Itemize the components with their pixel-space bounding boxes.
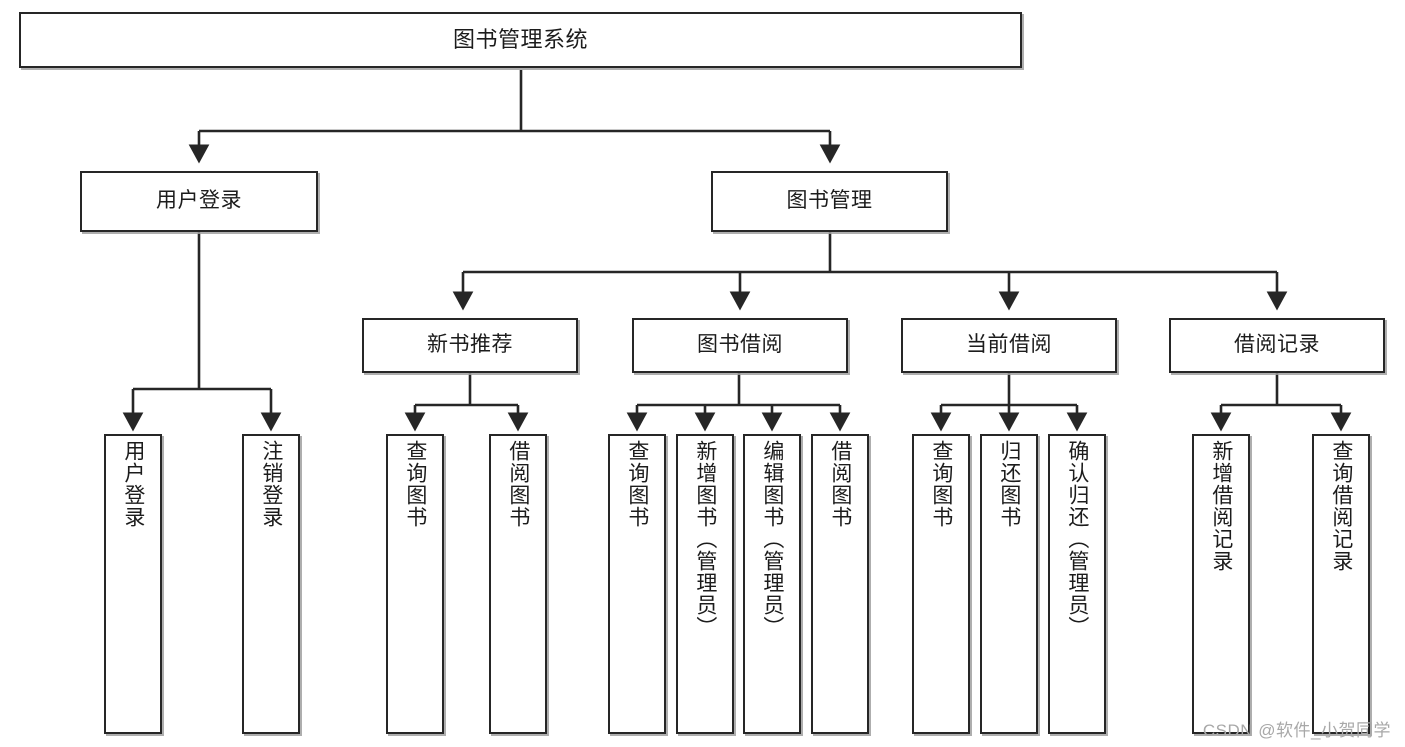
leaf-user-login[interactable]: 用户登录 — [104, 434, 162, 734]
node-label: 图书管理 — [786, 189, 873, 213]
node-label: 查询图书 — [403, 440, 427, 528]
node-user-login[interactable]: 用户登录 — [80, 171, 318, 232]
leaf-query-borrow-record[interactable]: 查询借阅记录 — [1312, 434, 1370, 734]
node-book-borrow[interactable]: 图书借阅 — [632, 318, 848, 373]
node-current-borrow[interactable]: 当前借阅 — [901, 318, 1117, 373]
leaf-borrow-query-book[interactable]: 查询图书 — [608, 434, 666, 734]
leaf-logout[interactable]: 注销登录 — [242, 434, 300, 734]
leaf-current-query-book[interactable]: 查询图书 — [912, 434, 970, 734]
node-label: 注销登录 — [259, 440, 283, 528]
node-label: 查询图书 — [625, 440, 649, 528]
leaf-borrow-borrow-book[interactable]: 借阅图书 — [811, 434, 869, 734]
node-new-book-recommendation[interactable]: 新书推荐 — [362, 318, 578, 373]
leaf-borrow-edit-book-admin[interactable]: 编辑图书（管理员） — [743, 434, 801, 734]
node-label: 新增图书（管理员） — [693, 440, 717, 638]
node-label: 查询借阅记录 — [1329, 440, 1353, 572]
watermark: CSDN @软件_小贺同学 — [1202, 721, 1391, 740]
node-label: 新书推荐 — [427, 333, 513, 357]
node-book-management[interactable]: 图书管理 — [711, 171, 948, 232]
node-borrow-record[interactable]: 借阅记录 — [1169, 318, 1385, 373]
leaf-current-confirm-return-admin[interactable]: 确认归还（管理员） — [1048, 434, 1106, 734]
node-label: 借阅图书 — [506, 440, 530, 528]
node-label: 借阅图书 — [828, 440, 852, 528]
leaf-borrow-add-book-admin[interactable]: 新增图书（管理员） — [676, 434, 734, 734]
node-label: 用户登录 — [156, 189, 242, 213]
node-root-book-management-system[interactable]: 图书管理系统 — [19, 12, 1022, 68]
node-label: 编辑图书（管理员） — [760, 440, 784, 638]
node-label: 确认归还（管理员） — [1065, 440, 1089, 638]
node-label: 当前借阅 — [966, 333, 1052, 357]
node-label: 图书管理系统 — [452, 27, 588, 53]
leaf-new-book-borrow-book[interactable]: 借阅图书 — [489, 434, 547, 734]
node-label: 图书借阅 — [697, 333, 783, 357]
leaf-current-return-book[interactable]: 归还图书 — [980, 434, 1038, 734]
node-label: 新增借阅记录 — [1209, 440, 1233, 572]
leaf-add-borrow-record[interactable]: 新增借阅记录 — [1192, 434, 1250, 734]
node-label: 用户登录 — [121, 440, 145, 528]
leaf-new-book-query-book[interactable]: 查询图书 — [386, 434, 444, 734]
node-label: 归还图书 — [997, 440, 1021, 528]
node-label: 借阅记录 — [1234, 333, 1320, 357]
node-label: 查询图书 — [929, 440, 953, 528]
